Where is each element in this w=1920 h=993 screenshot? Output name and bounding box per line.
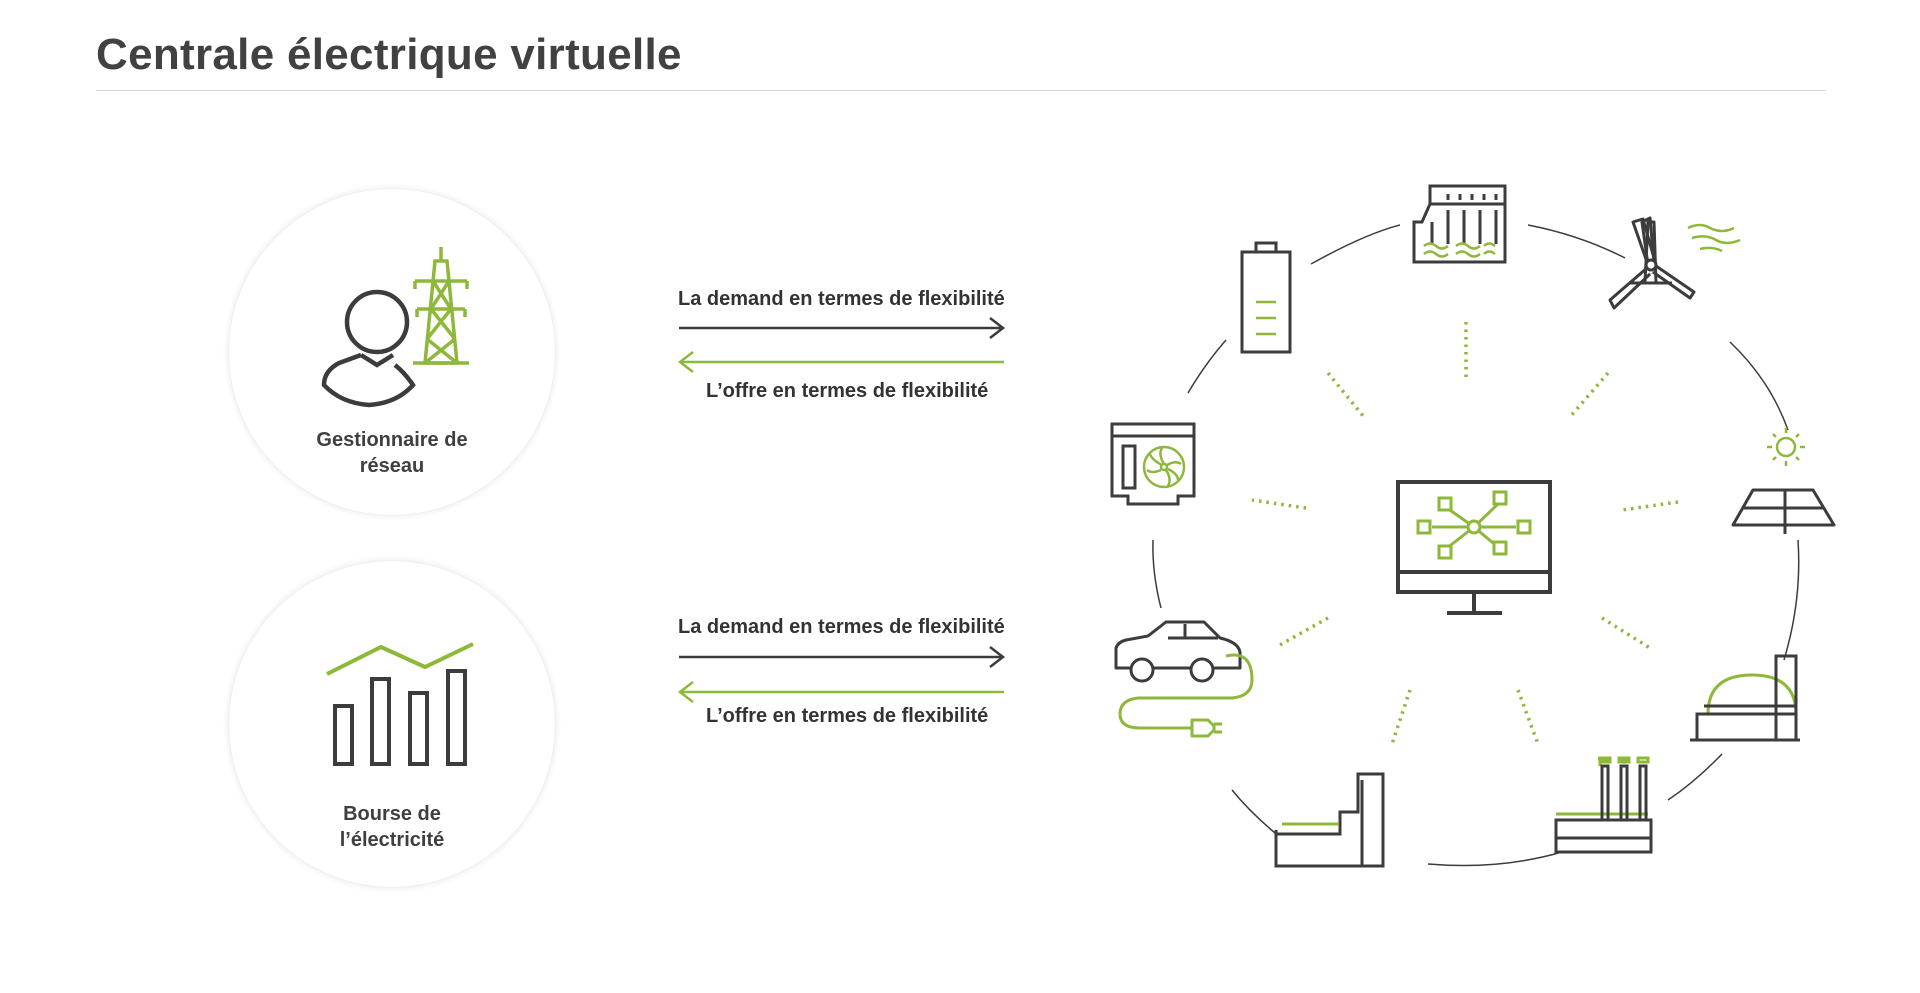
grid-operator-label: Gestionnaire de réseau	[279, 427, 505, 479]
electricity-exchange-label-line2: l’électricité	[339, 829, 445, 851]
flow-2-demand-label: La demand en termes de flexibilité	[678, 616, 1005, 638]
power-pylon-icon	[413, 247, 469, 365]
flow-1-offer-arrow	[677, 351, 1004, 373]
factory-icon	[1274, 772, 1385, 868]
grid-operator-label-line2: réseau	[359, 455, 425, 477]
bar-chart-trend-icon	[326, 642, 474, 766]
control-monitor-network-icon	[1396, 480, 1552, 615]
flow-1-offer-label: L’offre en termes de flexibilité	[706, 380, 989, 402]
grid-operator-label-line1: Gestionnaire de	[316, 429, 468, 451]
flow-1-demand-label: La demand en termes de flexibilité	[678, 288, 1005, 310]
electricity-exchange-label-line1: Bourse de	[343, 803, 441, 825]
person-icon	[321, 289, 416, 408]
industrial-building-icon	[1554, 756, 1653, 854]
grid-operator-node: Gestionnaire de réseau	[229, 189, 555, 515]
electric-car-icon	[1114, 620, 1254, 738]
flow-2-demand-arrow	[679, 646, 1006, 668]
hub-spokes	[1251, 322, 1679, 745]
grid-operator-icon	[321, 247, 469, 408]
hydro-dam-icon	[1412, 184, 1507, 264]
heat-pump-icon	[1110, 422, 1196, 506]
flow-2-offer-arrow	[677, 681, 1004, 703]
electricity-exchange-node: Bourse de l’électricité	[229, 561, 555, 887]
wind-turbine-icon	[1608, 216, 1741, 310]
flow-1-demand-arrow	[679, 317, 1006, 339]
flow-2-offer-label: L’offre en termes de flexibilité	[706, 705, 989, 727]
electricity-exchange-label: Bourse de l’électricité	[279, 801, 505, 853]
battery-icon	[1240, 241, 1292, 354]
asset-ring	[1152, 224, 1800, 867]
page-title: Centrale électrique virtuelle	[96, 30, 682, 79]
title-divider	[96, 90, 1826, 91]
solar-panel-icon	[1731, 428, 1836, 534]
biogas-plant-icon	[1690, 654, 1800, 742]
